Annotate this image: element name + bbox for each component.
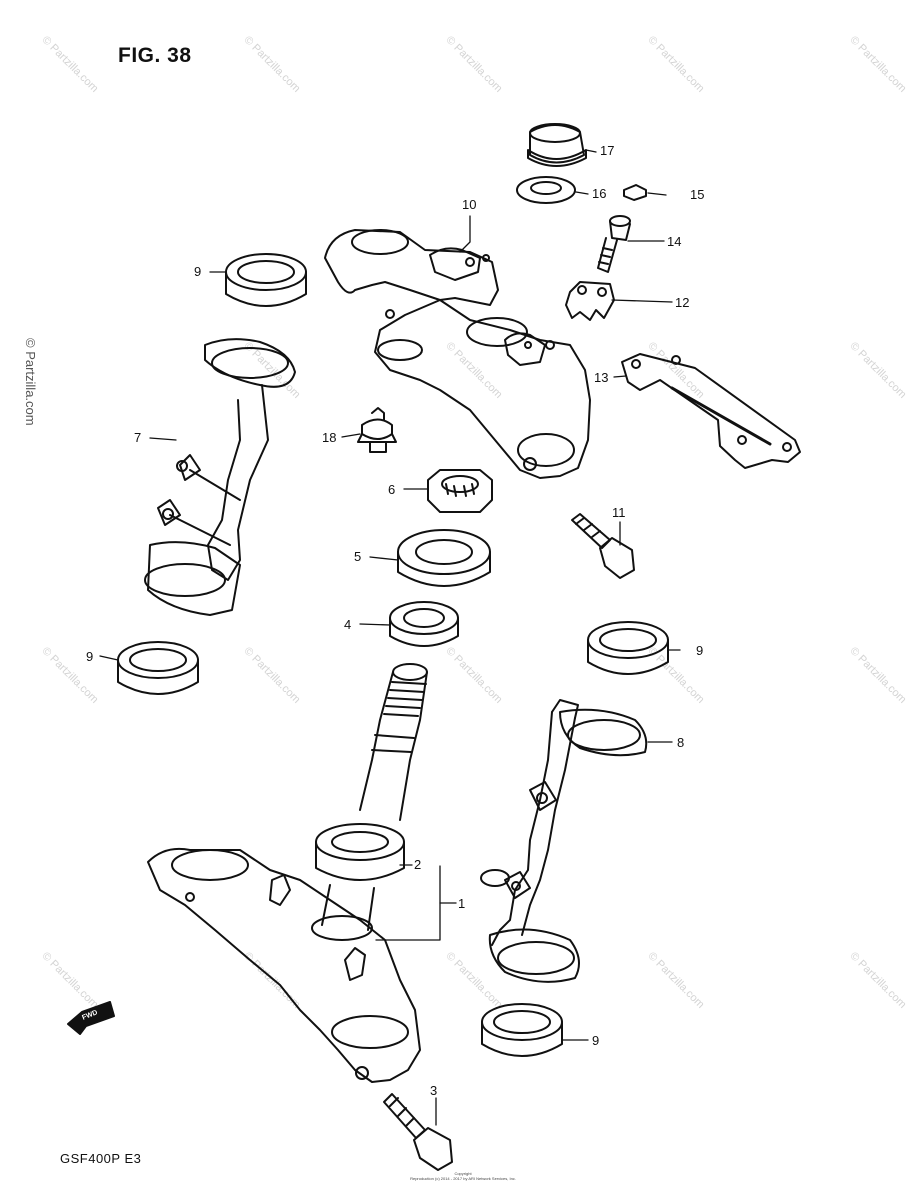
figure-title: FIG. 38 [118,44,192,67]
callout-3: 3 [430,1083,438,1098]
part-9-seal-bottom-right [481,1003,563,1057]
part-13-upper-holder [621,353,801,469]
part-8-fork-cover-right [480,699,648,983]
callout-7: 7 [134,430,142,445]
model-code: GSF400P E3 [60,1151,142,1166]
callout-8: 8 [677,735,685,750]
callout-10: 10 [462,197,477,212]
callout-18: 18 [322,430,337,445]
callout-4: 4 [344,617,352,632]
copyright-line-2: Reproduction (c) 2014 - 2017 by ARI Netw… [410,1176,516,1181]
part-17-cap [527,123,587,167]
leader-lines [99,149,681,1126]
callout-9-mid-right: 9 [696,643,704,658]
part-11-bolt [571,513,635,579]
callout-5: 5 [354,549,362,564]
part-16-washer [516,176,576,204]
callout-6: 6 [388,482,396,497]
fwd-arrow-icon [67,1001,115,1035]
part-4-bearing-lower [389,601,459,647]
part-15-plug [623,184,647,201]
callout-1: 1 [458,896,466,911]
part-12-handlebar-holder [565,281,615,321]
callout-9-top-left: 9 [194,264,202,279]
part-14-bolt [597,215,631,273]
callout-12: 12 [675,295,690,310]
part-3-bolt [383,1093,453,1171]
callout-16: 16 [592,186,607,201]
callout-15: 15 [690,187,705,202]
callout-9-mid-left: 9 [86,649,94,664]
part-5-bearing-upper [397,529,491,587]
copyright-line-1: Copyright [454,1171,472,1176]
callout-2: 2 [414,857,422,872]
callout-17: 17 [600,143,615,158]
callout-14: 14 [667,234,682,249]
part-9-seal-mid-right [587,621,669,675]
part-6-steering-nut [427,469,493,513]
part-18-damper [357,407,397,453]
part-1-steering-stem [147,663,428,1083]
part-9-seal-mid-left [117,641,199,695]
copyright-note: Copyright Reproduction (c) 2014 - 2017 b… [398,1171,528,1181]
part-9-seal-top-left [225,253,307,307]
callout-9-bottom-right: 9 [592,1033,600,1048]
part-7-fork-cover-left [144,338,296,616]
callout-11: 11 [612,505,626,520]
callout-13: 13 [594,370,609,385]
part-10-upper-bracket [324,229,591,479]
